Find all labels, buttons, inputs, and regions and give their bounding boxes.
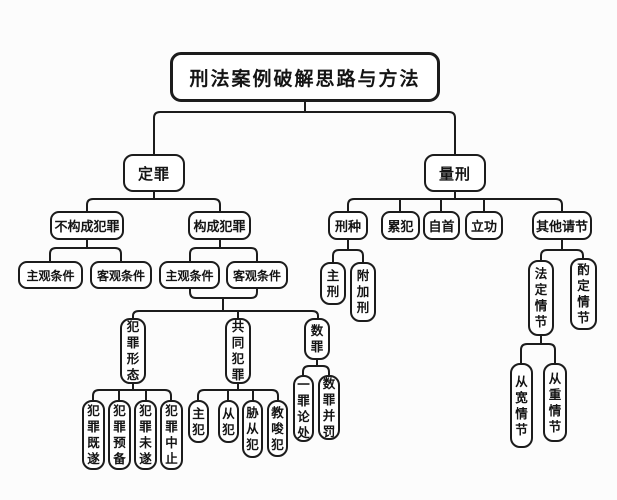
constitute-crime-label: 构成犯罪	[193, 219, 246, 234]
node-sentencing: 量刑	[424, 154, 486, 192]
node-subjective-condition-2: 主观条件	[159, 261, 220, 289]
combined-punishment-label: 数罪并罚	[322, 376, 336, 439]
node-principal-offender: 主犯	[188, 400, 209, 443]
node-objective-condition-2: 客观条件	[226, 261, 288, 289]
node-accessory-offender: 从犯	[218, 400, 239, 443]
node-statutory-circumstances: 法定情节	[528, 260, 554, 336]
multiple-crimes-label: 数罪	[310, 324, 324, 354]
instigator-label: 教唆犯	[271, 405, 284, 452]
objective-condition-1-label: 客观条件	[96, 268, 145, 283]
penalty-type-label: 刑种	[334, 219, 361, 234]
crime-discontinuation-label: 犯罪中止	[165, 404, 178, 466]
node-crime-attempt: 犯罪未遂	[134, 400, 157, 470]
node-crime-forms: 犯罪形态	[120, 318, 146, 384]
node-joint-crime: 共同犯罪	[225, 318, 251, 384]
discretionary-circumstances-label: 酌定情节	[577, 263, 590, 325]
aggravating-circumstances-label: 从重情节	[548, 371, 562, 434]
node-lenient-circumstances: 从宽情节	[510, 363, 533, 448]
root-title-label: 刑法案例破解思路与方法	[189, 68, 421, 90]
node-root-title: 刑法案例破解思路与方法	[170, 52, 440, 102]
node-crime-discontinuation: 犯罪中止	[160, 400, 183, 470]
node-constitute-crime: 构成犯罪	[188, 211, 251, 240]
node-penalty-type: 刑种	[328, 211, 368, 240]
crime-accomplished-label: 犯罪既遂	[87, 404, 100, 466]
not-constitute-crime-label: 不构成犯罪	[54, 219, 120, 234]
node-not-constitute-crime: 不构成犯罪	[50, 211, 124, 240]
node-crime-accomplished: 犯罪既遂	[82, 400, 105, 470]
sentencing-label: 量刑	[438, 165, 471, 183]
statutory-circumstances-label: 法定情节	[534, 267, 548, 329]
node-combined-punishment: 数罪并罚	[318, 375, 340, 440]
coerced-offender-label: 胁从犯	[246, 406, 259, 452]
other-circumstances-label: 其他请节	[535, 219, 588, 234]
node-supplementary-punishment: 附加刑	[350, 262, 376, 322]
conviction-label: 定罪	[137, 165, 170, 183]
node-meritorious-service: 立功	[465, 211, 503, 240]
supplementary-punishment-label: 附加刑	[356, 269, 370, 315]
node-conviction: 定罪	[123, 154, 185, 192]
node-objective-condition-1: 客观条件	[90, 261, 152, 289]
node-recidivist: 累犯	[381, 211, 420, 240]
surrender-label: 自首	[428, 219, 455, 234]
lenient-circumstances-label: 从宽情节	[515, 374, 528, 437]
node-other-circumstances: 其他请节	[532, 211, 592, 240]
node-subjective-condition-1: 主观条件	[18, 261, 83, 289]
principal-offender-label: 主犯	[192, 406, 205, 437]
crime-preparation-label: 犯罪预备	[113, 404, 126, 466]
node-surrender: 自首	[423, 211, 460, 240]
accessory-offender-label: 从犯	[222, 406, 235, 437]
node-instigator: 教唆犯	[267, 400, 288, 457]
crime-forms-label: 犯罪形态	[126, 320, 140, 382]
node-discretionary-circumstances: 酌定情节	[570, 258, 597, 330]
punish-as-one-crime-label: 一罪论处	[297, 377, 310, 440]
node-aggravating-circumstances: 从重情节	[543, 363, 567, 442]
recidivist-label: 累犯	[387, 219, 414, 234]
objective-condition-2-label: 客观条件	[232, 268, 281, 283]
node-crime-preparation: 犯罪预备	[108, 400, 131, 470]
crime-attempt-label: 犯罪未遂	[139, 404, 152, 466]
principal-punishment-label: 主刑	[326, 268, 340, 299]
node-punish-as-one-crime: 一罪论处	[293, 375, 314, 442]
node-principal-punishment: 主刑	[320, 262, 346, 305]
joint-crime-label: 共同犯罪	[231, 320, 245, 382]
subjective-condition-2-label: 主观条件	[165, 268, 214, 283]
meritorious-service-label: 立功	[470, 219, 497, 234]
node-multiple-crimes: 数罪	[304, 318, 330, 360]
subjective-condition-1-label: 主观条件	[26, 268, 75, 283]
node-coerced-offender: 胁从犯	[242, 400, 263, 458]
